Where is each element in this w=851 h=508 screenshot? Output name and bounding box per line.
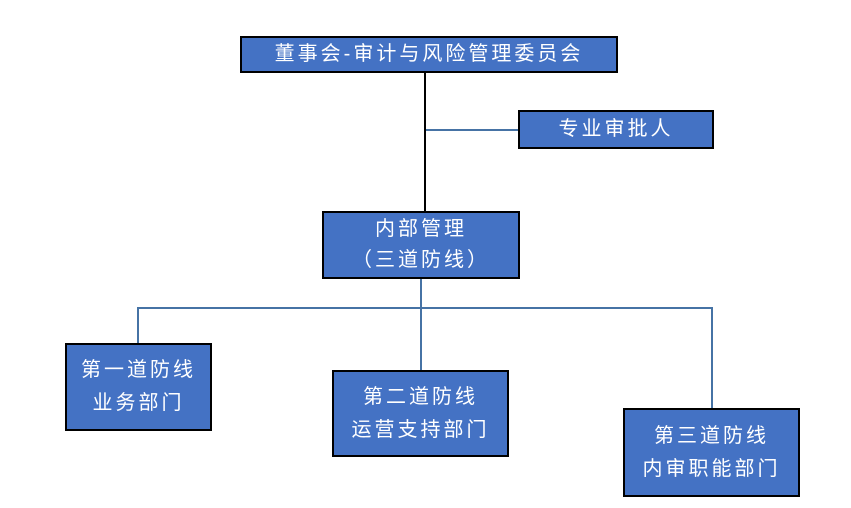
node-first-line-label-line1: 第一道防线: [81, 359, 196, 381]
connector-branch-to-approver: [426, 129, 518, 131]
node-third-line-label-line2: 内审职能部门: [642, 457, 781, 480]
node-approver-label: 专业审批人: [558, 118, 674, 140]
connector-drop-to-first-line: [137, 309, 139, 343]
node-second-line-label-line1: 第二道防线: [363, 385, 478, 408]
node-first-line-label-line2: 业务部门: [92, 392, 185, 414]
node-professional-approver: 专业审批人: [518, 110, 714, 149]
connector-board-to-internal: [424, 73, 426, 211]
connector-internal-to-second-line: [420, 279, 422, 370]
node-third-line-label-line1: 第三道防线: [654, 424, 769, 447]
node-board-label: 董事会-审计与风险管理委员会: [274, 43, 584, 65]
node-first-line-of-defense: 第一道防线 业务部门: [65, 343, 212, 431]
node-second-line-label-line2: 运营支持部门: [351, 418, 490, 441]
node-third-line-of-defense: 第三道防线 内审职能部门: [623, 408, 800, 497]
node-board-audit-risk-committee: 董事会-审计与风险管理委员会: [240, 36, 618, 73]
node-internal-label-line1: 内部管理: [375, 218, 467, 240]
node-internal-management: 内部管理 （三道防线）: [322, 211, 520, 279]
connector-drop-to-third-line: [711, 309, 713, 408]
node-second-line-of-defense: 第二道防线 运营支持部门: [332, 370, 509, 457]
node-internal-label-line2: （三道防线）: [352, 249, 490, 271]
connector-horizontal-span: [137, 307, 713, 309]
